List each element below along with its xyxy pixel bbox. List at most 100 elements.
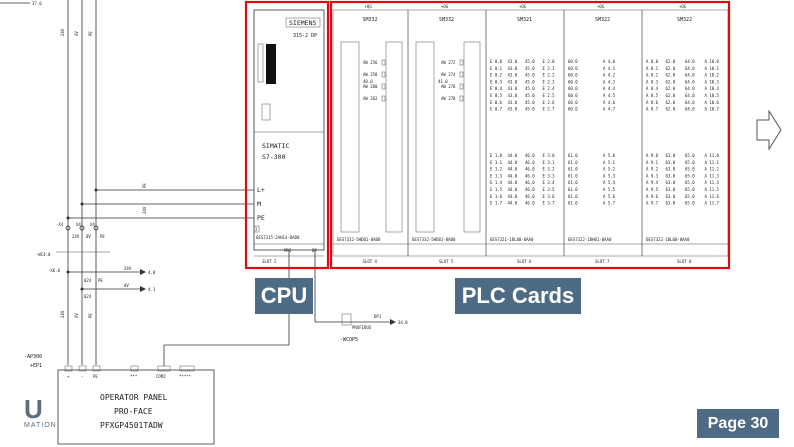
module-io-label: 60.0: [568, 86, 578, 91]
module-io-label: 61.0: [568, 180, 578, 185]
module-io-label: A 4.7: [603, 107, 616, 112]
x4-label-c: X4: [90, 222, 95, 227]
module-channel-pin: [459, 95, 464, 102]
module-io-label: E 2.3: [543, 79, 556, 84]
module-channel-pin: [381, 83, 386, 90]
module-io-label: 60.0: [568, 93, 578, 98]
module-slot: SLOT 5: [439, 259, 454, 264]
module-io-label: E 2.5: [543, 93, 556, 98]
module-io-label: 44.0: [508, 167, 518, 172]
module-io-label: 45.0: [525, 86, 535, 91]
module-io-label: A 5.2: [603, 167, 616, 172]
module-io-label: 62.0: [666, 59, 676, 64]
module-io-label: 43.0: [508, 79, 518, 84]
module-io-label: 61.0: [568, 167, 578, 172]
module-io-label: 64.0: [685, 93, 695, 98]
module-slot: SLOT 7: [595, 259, 610, 264]
module-io-label: A 11.6: [705, 194, 720, 199]
module-io-label: A 11.0: [705, 153, 720, 158]
module-part-no: 6ES7321-1BL00-0AA0: [490, 237, 534, 242]
module-top-label: +QG: [679, 4, 687, 9]
module-io-label: E 3.0: [543, 153, 556, 158]
module-io-label: 62.0: [666, 79, 676, 84]
t0-label: 0V: [86, 234, 91, 239]
module-io-label: E 1.2: [490, 167, 503, 172]
rail-0v-label: 0V: [74, 31, 79, 36]
module-io-label: 45.0: [525, 93, 535, 98]
module-part-no: 6ES7332-5HD01-0AB0: [337, 237, 381, 242]
module-io-label: A 9.2: [646, 167, 659, 172]
module-io-label: 64.0: [685, 107, 695, 112]
cpu-port-mpi: MPI: [284, 248, 292, 253]
module-io-label: E 2.0: [543, 59, 556, 64]
module-slot: SLOT 8: [677, 259, 692, 264]
terminal: [65, 225, 71, 231]
module-io-label: A 4.3: [603, 79, 616, 84]
module-io-label: 44.0: [508, 153, 518, 158]
panel-line-3: PFXGP4501TADW: [100, 421, 163, 430]
module-io-label: A 9.0: [646, 153, 659, 158]
module-io-label: 65.0: [685, 153, 695, 158]
plc-cards-callout: PLC Cards: [455, 278, 581, 314]
module-io-label: 62.0: [666, 107, 676, 112]
junction-dot: [66, 216, 70, 220]
module-io-label: 43.0: [508, 107, 518, 112]
module-io-label: A 10.3: [705, 79, 720, 84]
module-top-label: +QG: [441, 4, 449, 9]
module-io-label: 46.0: [525, 194, 535, 199]
junction-dot: [66, 270, 70, 274]
module-io-label: 43.0: [508, 100, 518, 105]
module-io-label: 63.0: [666, 167, 676, 172]
module-io-label: A 9.3: [646, 173, 659, 178]
module-io-label: E 3.5: [543, 187, 556, 192]
module-io-label: A 5.0: [603, 153, 616, 158]
module-slot-frame: [407, 9, 487, 257]
module-channel: AW 262: [363, 96, 378, 101]
module-io-label: E 2.2: [543, 73, 556, 78]
operator-panel: -AP300 +EP1 + - PE *** COM2 ***** OPERAT…: [24, 354, 215, 445]
module-io-label: A 8.4: [646, 86, 659, 91]
cpu-terminal-pe: PE: [257, 214, 265, 222]
dp-connector: [341, 313, 352, 326]
cpu-terminal-lplus: L+: [257, 186, 265, 194]
panel-pin-plus: +: [67, 374, 70, 379]
module-io-label: E 1.6: [490, 194, 503, 199]
panel-port-com2: COM2: [156, 374, 166, 379]
cpu-marker: 2: [255, 227, 258, 232]
module-io-label: A 5.1: [603, 160, 616, 165]
module-io-label: A 10.7: [705, 107, 720, 112]
panel-body: [57, 369, 215, 445]
cpu-module: SIEMENS 315-2 DP SIMATIC S7-300 L+ M PE …: [163, 9, 408, 366]
module-io-label: A 8.7: [646, 107, 659, 112]
module-io-label: 44.0: [508, 187, 518, 192]
module-io-label: A 5.6: [603, 194, 616, 199]
module-channel-pin: [459, 83, 464, 90]
module-io-label: E 0.7: [490, 107, 503, 112]
panel-port-a: ***: [130, 374, 138, 379]
page-number-badge: Page 30: [697, 409, 779, 438]
module-io-label: 43.0: [508, 66, 518, 71]
feed-24v-label: 24V: [142, 206, 147, 214]
module-io-label: 61.0: [568, 173, 578, 178]
module-io-label: A 8.0: [646, 59, 659, 64]
module-io-label: 45.0: [525, 100, 535, 105]
next-page-arrow-icon[interactable]: [756, 110, 782, 150]
x4-label-a: -X4: [56, 222, 64, 227]
module-channel: AW 260: [363, 84, 378, 89]
module-io-label: 44.0: [508, 160, 518, 165]
junction-dot: [94, 188, 98, 192]
module-io-label: 46.0: [525, 167, 535, 172]
module-io-label: E 2.7: [543, 107, 556, 112]
module-io-label: A 10.6: [705, 100, 720, 105]
module-io-label: 63.0: [666, 153, 676, 158]
module-type: SM322: [595, 17, 610, 23]
cpu-memory-card: [266, 44, 276, 84]
module-io-label: E 3.4: [543, 180, 556, 185]
module-io-label: A 8.6: [646, 100, 659, 105]
module-slot-frame: [563, 9, 643, 257]
panel-pin: [64, 365, 73, 372]
rail-24v-label: 24V: [60, 28, 65, 36]
module-io-label: 46.0: [525, 180, 535, 185]
